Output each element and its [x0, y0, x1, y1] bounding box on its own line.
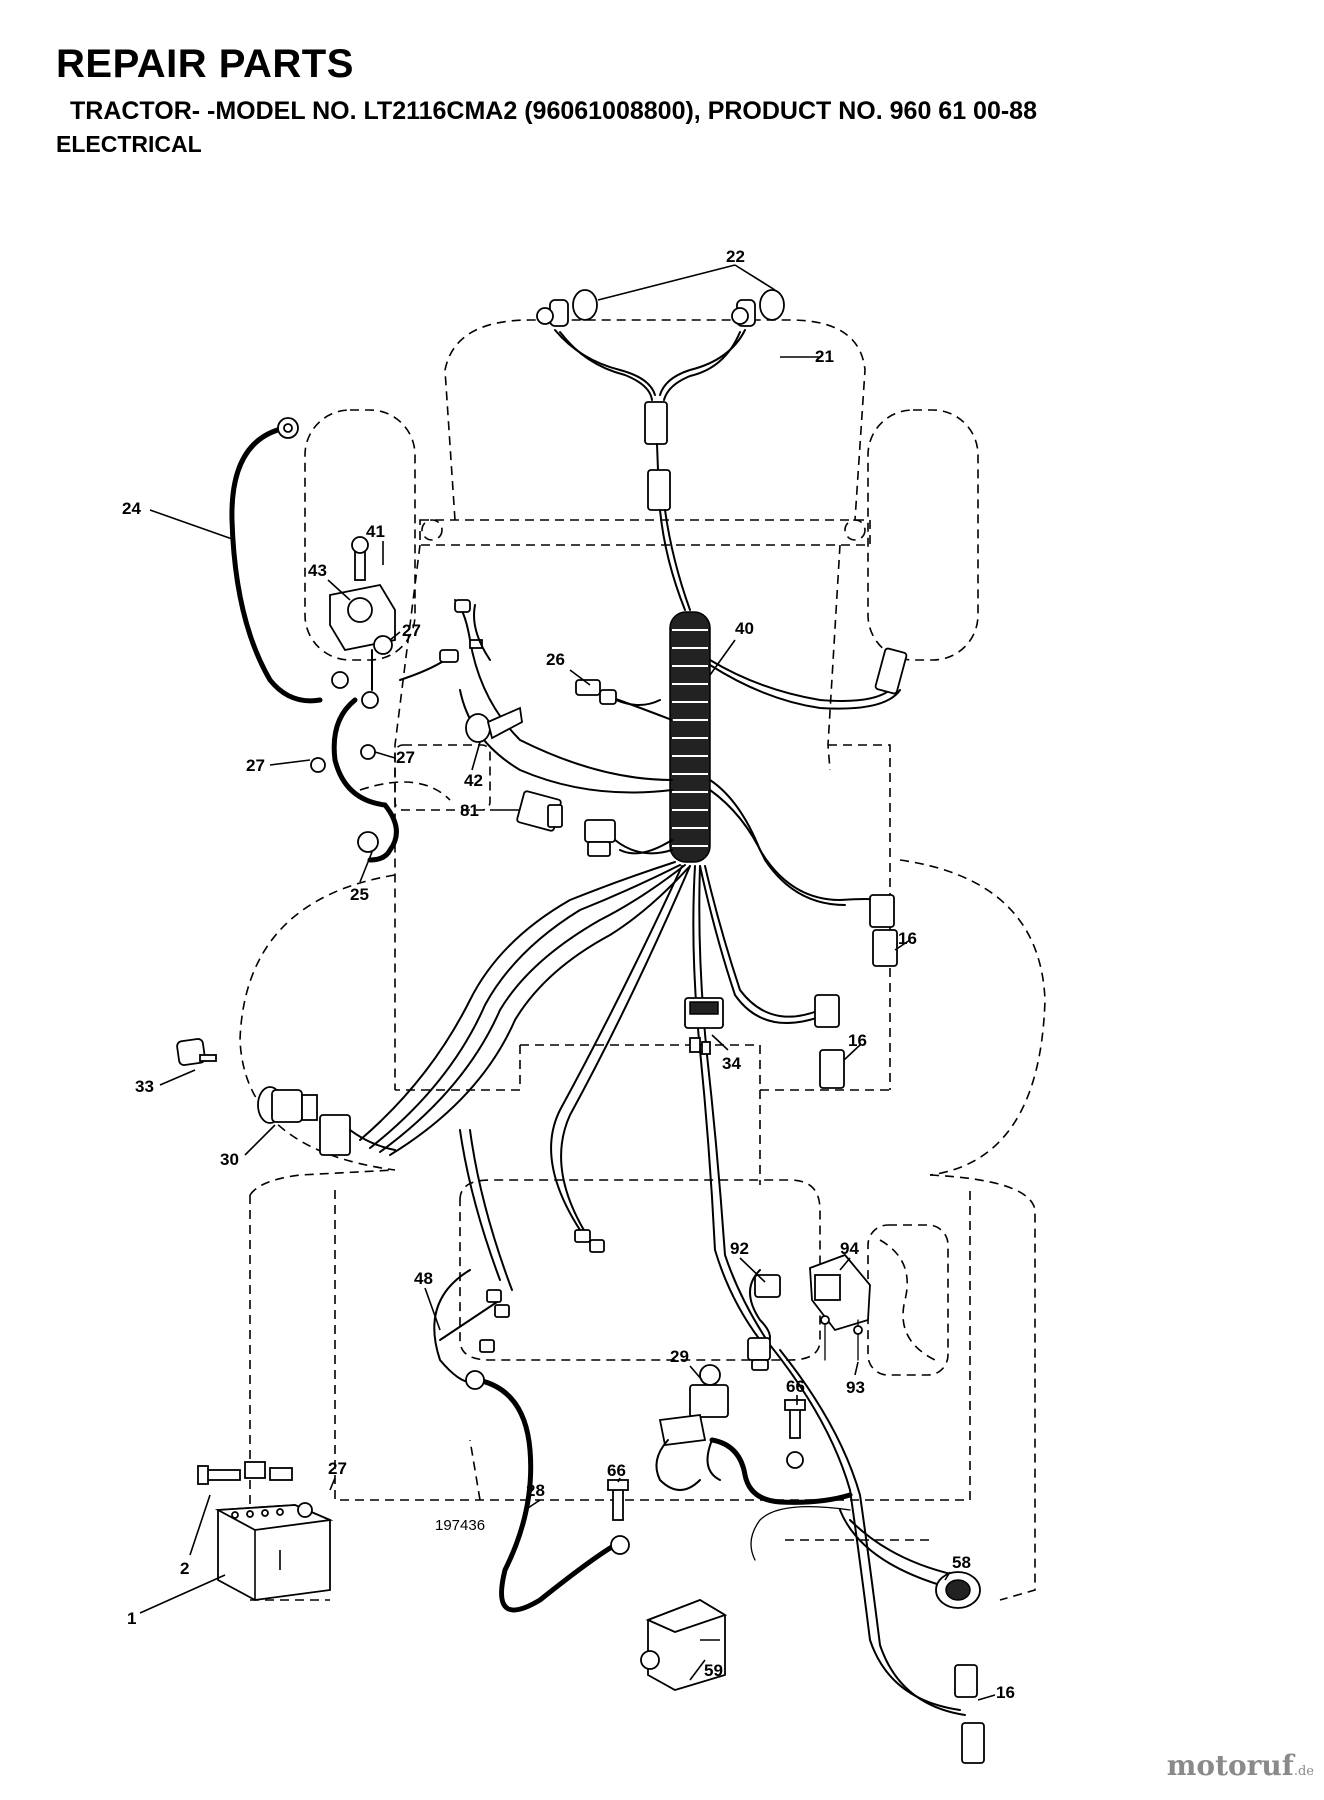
callout-48: 48	[414, 1269, 433, 1288]
callout-33: 33	[135, 1077, 154, 1096]
callout-66-right: 66	[786, 1377, 805, 1396]
connector-26	[575, 679, 661, 706]
callout-40: 40	[735, 619, 754, 638]
relay-81	[516, 790, 563, 832]
callout-27-left: 27	[246, 756, 265, 775]
connector-16-upper	[869, 894, 898, 967]
drawing-number: 197436	[435, 1517, 485, 1534]
callout-43: 43	[308, 561, 327, 580]
callout-22: 22	[726, 247, 745, 266]
watermark-text: motoruf	[1166, 1749, 1294, 1782]
section-title: ELECTRICAL	[56, 131, 202, 157]
callout-21: 21	[815, 347, 834, 366]
callout-92: 92	[730, 1239, 749, 1258]
main-wiring-harness	[359, 509, 966, 1716]
fuel-solenoid-29	[655, 1364, 729, 1491]
callout-1: 1	[127, 1609, 136, 1628]
coiled-harness	[706, 1437, 853, 1505]
callout-29: 29	[670, 1347, 689, 1366]
model-line: TRACTOR- -MODEL NO. LT2116CMA2 (96061008…	[70, 97, 1037, 125]
callout-94: 94	[840, 1239, 859, 1258]
callout-16-lower: 16	[996, 1683, 1015, 1702]
callout-16-upper: 16	[898, 929, 917, 948]
callout-25: 25	[350, 885, 369, 904]
ground-cable-28	[465, 1370, 630, 1613]
callout-81: 81	[460, 801, 479, 820]
headlight-assembly	[536, 289, 785, 511]
callout-28: 28	[526, 1481, 545, 1500]
connector-near-81	[584, 819, 673, 857]
page-title: REPAIR PARTS	[56, 42, 354, 86]
connector-92	[747, 1269, 781, 1371]
callout-66-left: 66	[607, 1461, 626, 1480]
callout-59: 59	[704, 1661, 723, 1680]
ignition-switch-30	[257, 1086, 396, 1156]
callouts: 22 21 24 41 43 27 27 27 26 42 81 25 16 1…	[122, 247, 1015, 1702]
tractor-outline	[239, 319, 1046, 1601]
callout-42: 42	[464, 771, 483, 790]
connector-58	[935, 1571, 981, 1609]
bolt-66-right	[784, 1399, 806, 1469]
callout-34: 34	[722, 1054, 741, 1073]
ignition-key-33	[176, 1038, 217, 1066]
callout-27-battery: 27	[328, 1459, 347, 1478]
callout-30: 30	[220, 1150, 239, 1169]
solenoid-assembly	[229, 417, 523, 863]
callout-58: 58	[952, 1553, 971, 1572]
callout-24: 24	[122, 499, 141, 518]
callout-27-top: 27	[402, 621, 421, 640]
switch-94	[809, 1253, 871, 1361]
module-59	[640, 1599, 728, 1691]
switch-34	[684, 997, 724, 1055]
bolt-66-left	[607, 1479, 629, 1521]
callout-26: 26	[546, 650, 565, 669]
connector-16-middle	[814, 994, 845, 1089]
connector-16-lower	[954, 1664, 985, 1764]
watermark-suffix: .de	[1293, 1764, 1314, 1779]
bolt-2	[197, 1461, 293, 1485]
battery-1	[214, 1502, 334, 1601]
watermark-logo: motoruf.de	[1167, 1749, 1314, 1782]
callout-41: 41	[366, 522, 385, 541]
callout-93: 93	[846, 1378, 865, 1397]
callout-27-right: 27	[396, 748, 415, 767]
callout-2: 2	[180, 1559, 189, 1578]
callout-16-middle: 16	[848, 1031, 867, 1050]
leader-lines	[139, 264, 996, 1701]
